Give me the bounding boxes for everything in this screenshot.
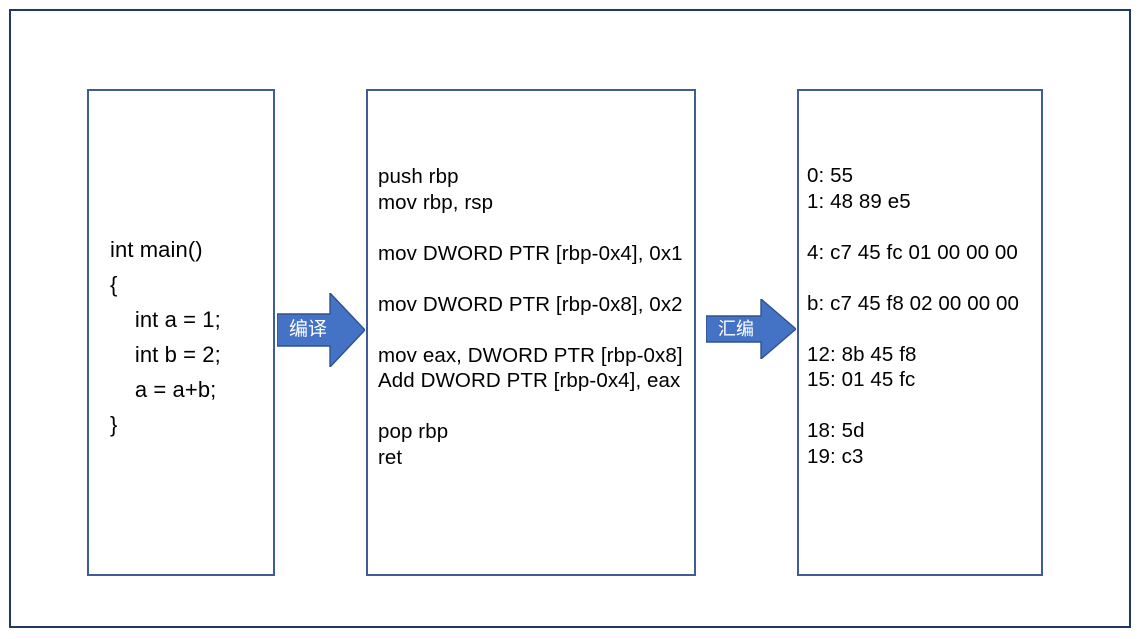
machine-code-text: 0: 55 1: 48 89 e5 4: c7 45 fc 01 00 00 0…: [807, 164, 1020, 468]
compile-arrow: 编译: [277, 293, 365, 367]
assembly-code-text: push rbp mov rbp, rsp mov DWORD PTR [rbp…: [378, 165, 683, 469]
source-code-panel: [87, 89, 275, 576]
source-code-text: int main() { int a = 1; int b = 2; a = a…: [110, 237, 221, 437]
assemble-arrow-icon: [706, 299, 796, 359]
assembly-code-panel: [366, 89, 696, 576]
compile-arrow-icon: [277, 293, 365, 367]
assemble-arrow: 汇编: [706, 299, 796, 359]
machine-code-panel: [797, 89, 1043, 576]
